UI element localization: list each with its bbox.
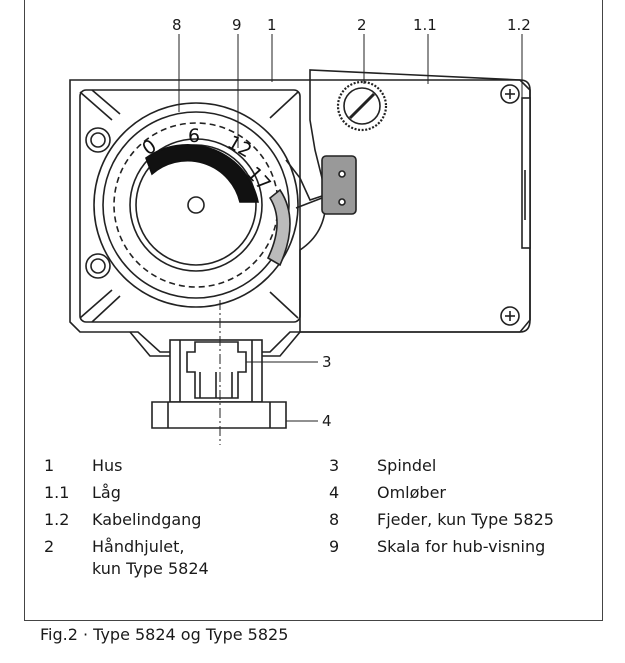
callout-3: 3 bbox=[322, 353, 332, 371]
lever-block bbox=[321, 155, 357, 215]
scale-arc bbox=[145, 144, 259, 203]
legend-text: Låg bbox=[92, 483, 121, 502]
callout-1-2: 1.2 bbox=[507, 16, 531, 34]
dial-center bbox=[187, 196, 205, 214]
legend-key: 1 bbox=[44, 456, 55, 475]
legend: 1 Hus 1.1 Låg 1.2 Kabelindgang 2 Håndhju… bbox=[44, 455, 604, 585]
legend-text: Fjeder, kun Type 5825 bbox=[377, 510, 554, 529]
callout-2: 2 bbox=[357, 16, 367, 34]
screw-upper-left bbox=[85, 127, 111, 153]
legend-key: 2 bbox=[44, 537, 55, 556]
legend-text: Skala for hub-visning bbox=[377, 537, 546, 556]
coupling-nut bbox=[151, 401, 287, 429]
dial-outer bbox=[93, 102, 299, 308]
screw-cover-top bbox=[500, 84, 520, 104]
legend-key: 1.1 bbox=[44, 483, 70, 502]
callout-1-1: 1.1 bbox=[413, 16, 437, 34]
legend-text: Omløber bbox=[377, 483, 446, 502]
legend-text: Håndhjulet, kun Type 5824 bbox=[92, 537, 209, 578]
callout-1: 1 bbox=[267, 16, 277, 34]
screw-cover-bottom bbox=[500, 306, 520, 326]
figure-frame bbox=[24, 0, 603, 621]
handwheel bbox=[336, 80, 388, 132]
callout-8: 8 bbox=[172, 16, 182, 34]
legend-key: 9 bbox=[329, 537, 340, 556]
callout-4: 4 bbox=[322, 412, 332, 430]
screw-lower-left bbox=[85, 253, 111, 279]
legend-text: Kabelindgang bbox=[92, 510, 202, 529]
scale-label-6: 6 bbox=[188, 125, 200, 147]
figure-caption: Fig.2 · Type 5824 og Type 5825 bbox=[40, 625, 289, 644]
legend-key: 3 bbox=[329, 456, 340, 475]
legend-text: Spindel bbox=[377, 456, 437, 475]
cable-entry bbox=[521, 97, 531, 249]
actuator-drawing: 0 6 12 17 8 9 1 2 1.1 1.2 3 4 bbox=[69, 16, 531, 445]
legend-key: 4 bbox=[329, 483, 340, 502]
side-bracket bbox=[266, 188, 291, 267]
callout-9: 9 bbox=[232, 16, 242, 34]
legend-text: Hus bbox=[92, 456, 123, 475]
legend-key: 1.2 bbox=[44, 510, 70, 529]
legend-key: 8 bbox=[329, 510, 340, 529]
